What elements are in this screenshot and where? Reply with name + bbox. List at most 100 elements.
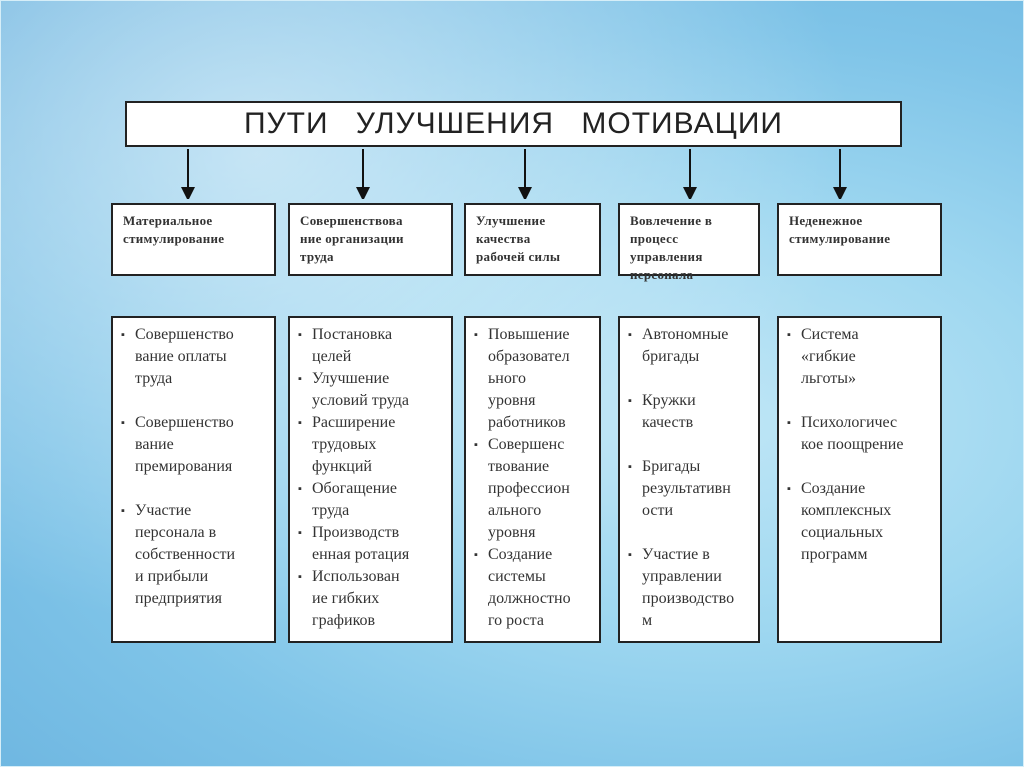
item-line: льготы» xyxy=(801,368,932,390)
bullet-icon: ▪ xyxy=(628,544,632,566)
item-line: кое поощрение xyxy=(801,434,932,456)
item-line: Кружки xyxy=(642,390,750,412)
connector-arrow xyxy=(353,149,373,199)
item-line: го роста xyxy=(488,610,591,632)
bullet-icon: ▪ xyxy=(628,456,632,478)
item-line: образовател xyxy=(488,346,591,368)
item-line: условий труда xyxy=(312,390,443,412)
item-line: графиков xyxy=(312,610,443,632)
heading-line: Материальное xyxy=(123,212,264,230)
item-line: ости xyxy=(642,500,750,522)
item-line: Участие в xyxy=(642,544,750,566)
item-line: вание xyxy=(135,434,266,456)
item-line: работников xyxy=(488,412,591,434)
item-line: Психологичес xyxy=(801,412,932,434)
bullet-icon: ▪ xyxy=(298,368,302,390)
item-line: уровня xyxy=(488,390,591,412)
item-line: Совершенс xyxy=(488,434,591,456)
item-line: труда xyxy=(135,368,266,390)
heading-line: Вовлечение в xyxy=(630,212,748,230)
item-line: профессион xyxy=(488,478,591,500)
item-line: Обогащение xyxy=(312,478,443,500)
item-spacer xyxy=(787,390,932,412)
bullet-icon: ▪ xyxy=(474,324,478,346)
bullet-icon: ▪ xyxy=(628,324,632,346)
bullet-icon: ▪ xyxy=(298,324,302,346)
item-line: труда xyxy=(312,500,443,522)
item-spacer xyxy=(121,390,266,412)
item-spacer xyxy=(121,478,266,500)
connector-arrow xyxy=(680,149,700,199)
item-line: бригады xyxy=(642,346,750,368)
item-line: Постановка xyxy=(312,324,443,346)
item-line: твование xyxy=(488,456,591,478)
item-spacer xyxy=(628,434,750,456)
item-line: производство xyxy=(642,588,750,610)
heading-line: ние организации xyxy=(300,230,441,248)
item-line: премирования xyxy=(135,456,266,478)
bullet-icon: ▪ xyxy=(787,478,791,500)
item-line: Система xyxy=(801,324,932,346)
item-line: целей xyxy=(312,346,443,368)
item-line: собственности xyxy=(135,544,266,566)
heading-line: труда xyxy=(300,248,441,266)
item-line: м xyxy=(642,610,750,632)
heading-line: рабочей силы xyxy=(476,248,589,266)
item-line: Расширение xyxy=(312,412,443,434)
item-line: Производств xyxy=(312,522,443,544)
item-line: ального xyxy=(488,500,591,522)
item-line: Улучшение xyxy=(312,368,443,390)
item-line: программ xyxy=(801,544,932,566)
heading-line: управления xyxy=(630,248,748,266)
heading-line: Улучшение xyxy=(476,212,589,230)
bullet-icon: ▪ xyxy=(474,544,478,566)
item-line: ьного xyxy=(488,368,591,390)
bullet-icon: ▪ xyxy=(628,390,632,412)
item-line: Бригады xyxy=(642,456,750,478)
diagram-title: ПУТИ УЛУЧШЕНИЯ МОТИВАЦИИ xyxy=(244,107,783,141)
item-line: результативн xyxy=(642,478,750,500)
bullet-icon: ▪ xyxy=(121,412,125,434)
connector-arrow xyxy=(830,149,850,199)
item-line: Совершенство xyxy=(135,412,266,434)
item-line: Повышение xyxy=(488,324,591,346)
heading-line: Неденежное xyxy=(789,212,930,230)
connector-arrow xyxy=(515,149,535,199)
heading-line: качества xyxy=(476,230,589,248)
item-line: трудовых xyxy=(312,434,443,456)
bullet-icon: ▪ xyxy=(787,412,791,434)
bullet-icon: ▪ xyxy=(474,434,478,456)
item-line: Автономные xyxy=(642,324,750,346)
connector-arrow xyxy=(178,149,198,199)
item-line: Участие xyxy=(135,500,266,522)
item-line: Использован xyxy=(312,566,443,588)
item-line: социальных xyxy=(801,522,932,544)
item-line: вание оплаты xyxy=(135,346,266,368)
item-line: предприятия xyxy=(135,588,266,610)
